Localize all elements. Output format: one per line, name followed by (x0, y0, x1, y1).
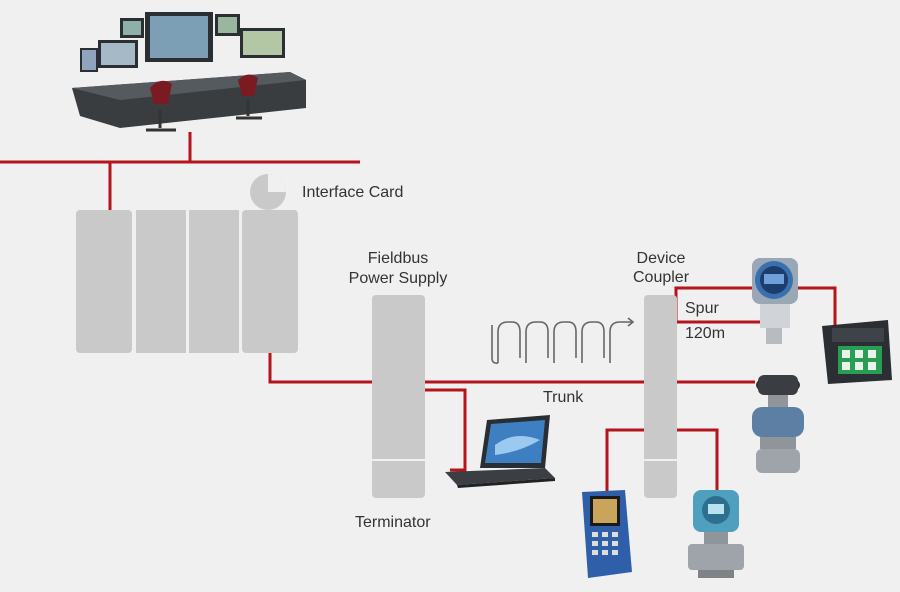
calibrator-icon (822, 320, 892, 384)
spur-cable-pressure (676, 428, 719, 492)
trunk-cable (268, 352, 755, 384)
interface-card-label: Interface Card (302, 184, 404, 201)
spur-length-label: 120m (685, 325, 726, 342)
device-coupler-label-line1: Device (636, 250, 686, 267)
controller-module-3 (189, 210, 239, 353)
laptop-cable (425, 388, 467, 472)
pressure-transmitter-icon (688, 490, 744, 578)
power-supply-label-line2: Power Supply (348, 270, 448, 287)
loop-arrows-icon (491, 317, 635, 364)
terminator-label: Terminator (355, 514, 431, 531)
transmitter-icon (752, 258, 798, 344)
valve-actuator-icon (752, 375, 804, 473)
handheld-communicator-icon (582, 490, 632, 578)
spur-cable-handheld (605, 428, 644, 492)
device-coupler-label-line2: Coupler (632, 269, 690, 286)
power-supply-label-line1: Fieldbus (367, 250, 429, 267)
interface-card-module (242, 210, 298, 353)
controller-rack (76, 210, 298, 353)
device-coupler-unit (644, 295, 677, 498)
controller-module-2 (136, 210, 186, 353)
trunk-label: Trunk (543, 389, 584, 406)
laptop-icon (445, 415, 555, 488)
pie-chart-icon (250, 174, 286, 210)
spur-label: Spur (685, 300, 719, 317)
power-supply-unit (372, 295, 425, 498)
control-room-icon (72, 12, 306, 132)
controller-module-1 (76, 210, 132, 353)
